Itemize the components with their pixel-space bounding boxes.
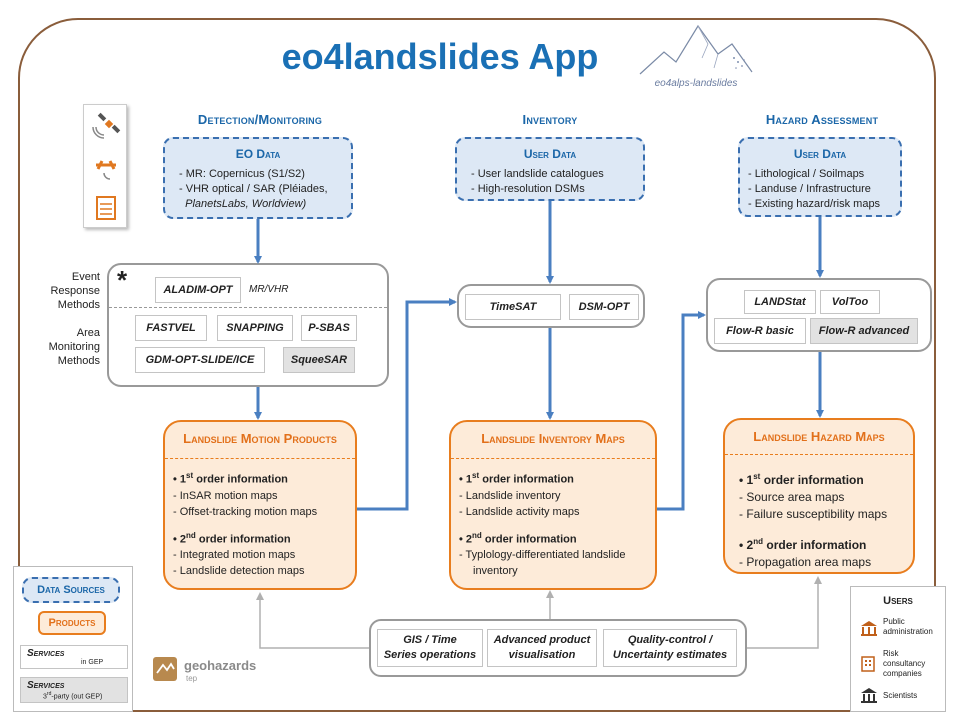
hazard-methods-box: LANDStat VolToo Flow-R basic Flow-R adva… xyxy=(706,278,932,352)
method-divider xyxy=(109,307,387,308)
product-divider xyxy=(725,454,913,455)
legend-data-sources: Data Sources xyxy=(22,577,120,603)
eo4alps-logo: eo4alps-landslides xyxy=(636,14,756,104)
user-public-admin: Public administration xyxy=(883,617,933,636)
hazard-data-item: - Landuse / Infrastructure xyxy=(748,183,871,195)
hazard-data-item: - Existing hazard/risk maps xyxy=(748,198,881,210)
scientists-icon xyxy=(859,687,879,710)
motion-products-box: Landslide Motion Products • 1st order in… xyxy=(163,420,357,590)
product-divider xyxy=(165,458,355,459)
method-fastvel[interactable]: FASTVEL xyxy=(135,315,207,341)
area-monitoring-label: Area Monitoring Methods xyxy=(48,327,100,367)
motion-products-body: • 1st order information - InSAR motion m… xyxy=(173,471,318,578)
users-title: Users xyxy=(883,595,913,607)
geohazards-name: geohazards xyxy=(184,658,257,673)
hazard-maps-title: Landslide Hazard Maps xyxy=(753,429,885,444)
public-admin-icon xyxy=(859,619,879,642)
geohazards-logo: geohazards tep xyxy=(152,656,262,686)
method-landstat[interactable]: LANDStat xyxy=(744,290,816,314)
arrow-services-to-motion xyxy=(256,592,369,649)
section-detection: Detection/Monitoring xyxy=(197,112,323,127)
method-aladim-opt[interactable]: ALADIM-OPT xyxy=(155,277,241,303)
motion-products-title: Landslide Motion Products xyxy=(183,431,337,446)
detection-methods-box: * ALADIM-OPT MR/VHR FASTVEL SNAPPING P-S… xyxy=(107,263,389,387)
consultancy-icon xyxy=(859,653,879,678)
arrow-motion-to-inventory xyxy=(357,298,457,511)
method-psbas[interactable]: P-SBAS xyxy=(301,315,357,341)
method-voltoo[interactable]: VolToo xyxy=(820,290,880,314)
eo-data-title: EO Data xyxy=(235,147,281,161)
geohazards-sub: tep xyxy=(186,674,198,683)
legend-services-gep: Services in GEP xyxy=(20,645,128,669)
app-frame xyxy=(18,18,936,712)
method-dsm-opt[interactable]: DSM-OPT xyxy=(569,294,639,320)
inventory-data-item: - High-resolution DSMs xyxy=(471,183,585,195)
hazard-data-item: - Lithological / Soilmaps xyxy=(748,168,865,180)
eo-data-item: - VHR optical / SAR (Pléiades, xyxy=(179,183,328,195)
data-source-icons xyxy=(83,104,127,228)
legend-services-3rd: Services 3rd-party (out GEP) xyxy=(20,677,128,703)
inventory-methods-box: TimeSAT DSM-OPT xyxy=(457,284,645,328)
product-divider xyxy=(451,458,655,459)
eo-data-item: PlanetsLabs, Worldview) xyxy=(185,198,307,210)
logo-text: eo4alps-landslides xyxy=(655,78,738,89)
eo-data-item: - MR: Copernicus (S1/S2) xyxy=(179,168,305,180)
inventory-user-data-title: User Data xyxy=(523,147,577,161)
inventory-maps-box: Landslide Inventory Maps • 1st order inf… xyxy=(449,420,657,590)
arrow-services-to-hazard xyxy=(747,576,822,649)
hazard-user-data-box: User Data - Lithological / Soilmaps - La… xyxy=(738,137,902,217)
method-squeesar[interactable]: SqueeSAR xyxy=(283,347,355,373)
method-flowr-basic[interactable]: Flow-R basic xyxy=(714,318,806,344)
inventory-user-data-box: User Data - User landslide catalogues - … xyxy=(455,137,645,201)
hazard-maps-box: Landslide Hazard Maps • 1st order inform… xyxy=(723,418,915,574)
inventory-maps-body: • 1st order information - Landslide inve… xyxy=(459,471,626,578)
document-icon xyxy=(96,196,116,220)
method-timesat[interactable]: TimeSAT xyxy=(465,294,561,320)
hazard-user-data-title: User Data xyxy=(793,147,847,161)
method-flowr-advanced[interactable]: Flow-R advanced xyxy=(810,318,918,344)
user-scientists: Scientists xyxy=(883,691,918,700)
section-hazard: Hazard Assessment xyxy=(765,112,879,127)
service-gis[interactable]: GIS / Time Series operations xyxy=(377,629,483,667)
method-gdm-opt[interactable]: GDM-OPT-SLIDE/ICE xyxy=(135,347,265,373)
users-box: Users Public administration Risk consult… xyxy=(850,586,946,712)
services-box: GIS / Time Series operations Advanced pr… xyxy=(369,619,747,677)
asterisk-marker: * xyxy=(117,265,128,295)
page-title: eo4landslides App xyxy=(281,36,599,77)
hazard-maps-body: • 1st order information - Source area ma… xyxy=(739,472,888,569)
legend-products: Products xyxy=(38,611,106,635)
event-response-label: Event Response Methods xyxy=(50,271,100,311)
drone-icon xyxy=(96,160,116,180)
service-quality[interactable]: Quality-control / Uncertainty estimates xyxy=(603,629,737,667)
eo-data-box: EO Data - MR: Copernicus (S1/S2) - VHR o… xyxy=(163,137,353,219)
method-snapping[interactable]: SNAPPING xyxy=(217,315,293,341)
section-inventory: Inventory xyxy=(522,112,578,127)
service-visualisation[interactable]: Advanced product visualisation xyxy=(487,629,597,667)
mr-vhr-label: MR/VHR xyxy=(249,284,289,295)
user-consultancy: Risk consultancy companies xyxy=(883,649,926,678)
legend-box: Data Sources Products Services in GEP Se… xyxy=(13,566,133,712)
inventory-data-item: - User landslide catalogues xyxy=(471,168,604,180)
arrow-inventory-to-hazard xyxy=(657,311,706,511)
inventory-maps-title: Landslide Inventory Maps xyxy=(481,431,625,446)
